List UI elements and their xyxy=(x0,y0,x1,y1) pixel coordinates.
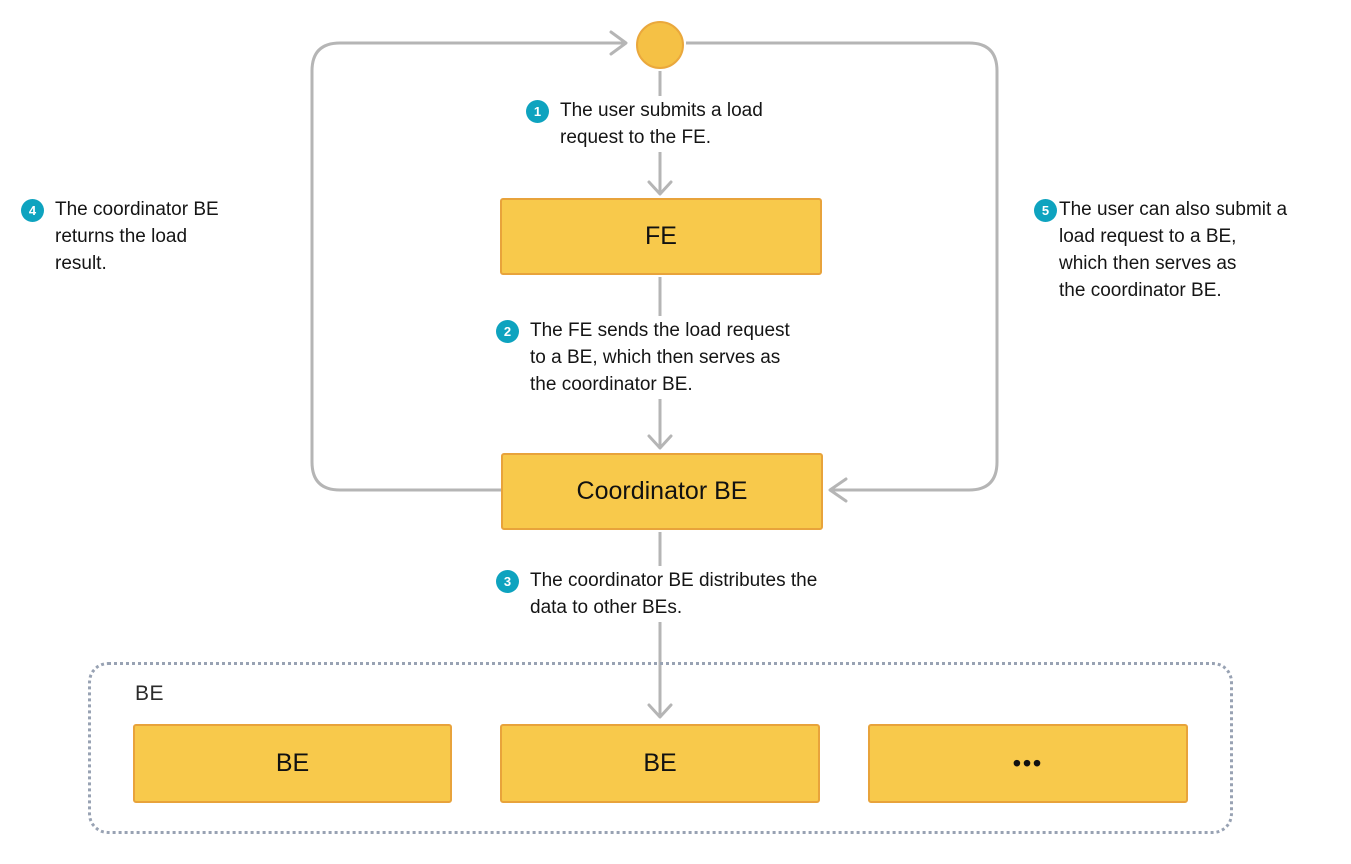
be-node-ellipsis: ••• xyxy=(868,724,1188,803)
step-3-annotation: 3 The coordinator BE distributes the dat… xyxy=(494,566,820,622)
step-1-text: The user submits a load request to the F… xyxy=(560,97,763,151)
be-node-ellipsis-label: ••• xyxy=(1012,750,1044,776)
fe-node: FE xyxy=(500,198,822,275)
be-node-1: BE xyxy=(133,724,452,803)
step-5-annotation: 5 The user can also submit a load reques… xyxy=(1032,195,1290,305)
coordinator-to-be-arrowhead-icon xyxy=(647,703,673,719)
be-node-1-label: BE xyxy=(275,749,310,777)
step-3-text: The coordinator BE distributes the data … xyxy=(530,567,817,621)
step-1-badge: 1 xyxy=(526,100,549,123)
step-4-line-2: returns the load xyxy=(55,226,188,247)
step-3-line-1: The coordinator BE distributes the xyxy=(530,570,818,591)
step-2-annotation: 2 The FE sends the load request to a BE,… xyxy=(494,316,792,399)
be-group-label: BE xyxy=(135,682,165,705)
fe-to-coordinator-arrowhead-icon xyxy=(647,434,673,450)
start-node-circle xyxy=(636,21,684,69)
step-1-annotation: 1 The user submits a load request to the… xyxy=(524,96,765,152)
step-5-line-3: which then serves as xyxy=(1059,253,1237,274)
step-1-line-2: request to the FE. xyxy=(560,127,712,148)
coordinator-be-node: Coordinator BE xyxy=(501,453,823,530)
step-3-badge: 3 xyxy=(496,570,519,593)
return-loop-connector xyxy=(310,41,624,492)
be-node-2: BE xyxy=(500,724,820,803)
coordinator-be-node-label: Coordinator BE xyxy=(576,477,748,505)
alt-submit-connector xyxy=(686,41,999,492)
step-2-line-2: to a BE, which then serves as xyxy=(530,347,781,368)
step-4-badge: 4 xyxy=(21,199,44,222)
be-node-2-label: BE xyxy=(643,749,677,777)
alt-submit-arrowhead-icon xyxy=(828,477,848,503)
step-5-line-1: The user can also submit a xyxy=(1059,199,1288,220)
step-5-line-2: load request to a BE, xyxy=(1059,226,1237,247)
step-3-line-2: data to other BEs. xyxy=(530,597,683,618)
be-group-container: BE xyxy=(88,662,1233,834)
step-5-line-4: the coordinator BE. xyxy=(1059,280,1222,301)
step-4-annotation: 4 The coordinator BE returns the load re… xyxy=(19,195,221,278)
step-5-text: The user can also submit a load request … xyxy=(1059,196,1287,304)
step-1-line-1: The user submits a load xyxy=(560,100,763,121)
return-loop-arrowhead-icon xyxy=(609,30,628,56)
step-2-badge: 2 xyxy=(496,320,519,343)
step-4-line-1: The coordinator BE xyxy=(55,199,219,220)
step-2-line-3: the coordinator BE. xyxy=(530,374,693,395)
step-2-text: The FE sends the load request to a BE, w… xyxy=(530,317,790,398)
step-4-text: The coordinator BE returns the load resu… xyxy=(55,196,219,277)
fe-node-label: FE xyxy=(645,222,677,250)
step-4-line-3: result. xyxy=(55,253,107,274)
start-to-fe-arrowhead-icon xyxy=(647,180,673,196)
step-5-badge: 5 xyxy=(1034,199,1057,222)
step-2-line-1: The FE sends the load request xyxy=(530,320,790,341)
